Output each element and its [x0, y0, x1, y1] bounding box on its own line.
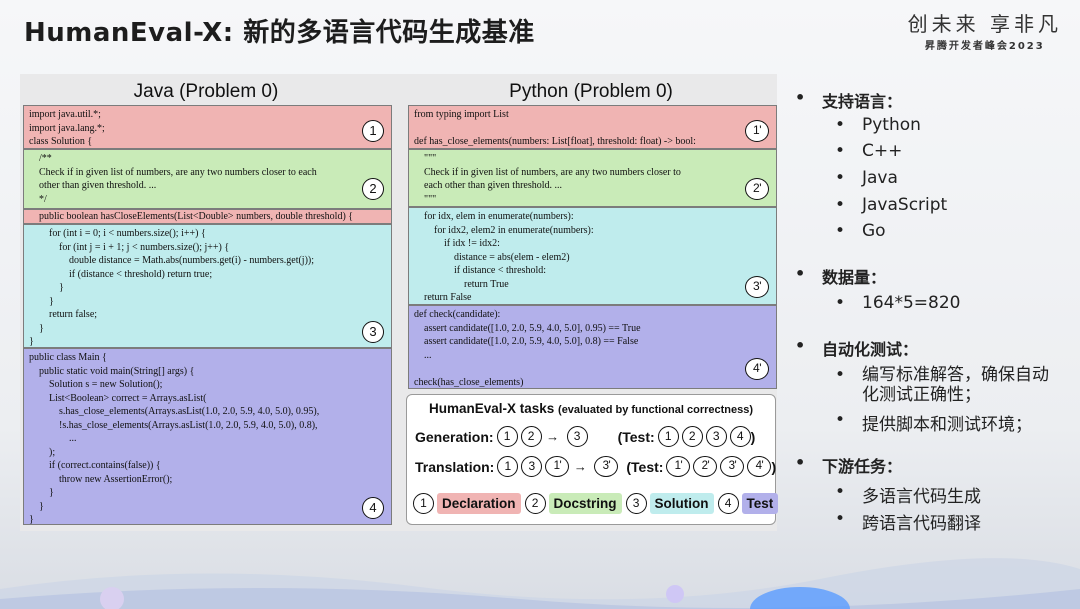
tr-test-4p: 4': [747, 456, 772, 477]
legend: 1 Declaration 2 Docstring 3 Solution 4 T…: [413, 493, 779, 514]
translation-label: Translation:: [415, 458, 495, 475]
downstream-item: 多语言代码生成: [835, 482, 981, 507]
python-declaration-block: from typing import List def has_close_el…: [408, 105, 777, 149]
translation-row: Translation: 1 3 1' → 3' (Test: 1' 2' 3'…: [415, 456, 776, 477]
tr-arrow: →: [573, 459, 587, 474]
python-heading: Python (Problem 0): [509, 81, 673, 102]
python-solution-code: for idx, elem in enumerate(numbers): for…: [424, 211, 594, 303]
java-solution-block: for (int i = 0; i < numbers.size(); i++)…: [23, 224, 392, 348]
auto-test-title: 自动化测试：: [795, 336, 918, 360]
data-value: 164*5=820: [835, 293, 960, 313]
java-heading: Java (Problem 0): [133, 81, 279, 102]
java-declaration-block: import java.util.*; import java.lang.*; …: [23, 105, 392, 149]
java-docstring-block: /** Check if in given list of numbers, a…: [23, 149, 392, 209]
tr-circle-1: 1: [497, 456, 519, 477]
generation-label: Generation:: [415, 428, 494, 445]
legend-circle-2: 2: [524, 493, 546, 514]
gen-test-3: 3: [705, 426, 727, 447]
downstream-title: 下游任务：: [795, 453, 902, 477]
legend-docstring: Docstring: [548, 493, 622, 514]
badge-2: 2: [362, 178, 384, 200]
gen-test-2: 2: [681, 426, 703, 447]
badge-1: 1: [362, 120, 384, 142]
gen-test-1: 1: [657, 426, 679, 447]
tr-test-label: (Test:: [626, 458, 664, 475]
tr-test-2p: 2': [693, 456, 718, 477]
legend-circle-1: 1: [413, 493, 434, 514]
badge-2-prime: 2': [745, 178, 769, 200]
gen-circle-2: 2: [520, 426, 542, 447]
legend-test: Test: [741, 493, 779, 514]
language-item: Java: [835, 168, 898, 188]
python-declaration-code: from typing import List def has_close_el…: [414, 109, 696, 147]
auto-test-item: 提供脚本和测试环境；: [835, 410, 1032, 435]
python-docstring-block: """ Check if in given list of numbers, a…: [408, 149, 777, 207]
python-test-code: def check(candidate): assert candidate([…: [414, 309, 641, 388]
language-item: C++: [835, 141, 902, 161]
python-docstring-code: """ Check if in given list of numbers, a…: [424, 153, 681, 205]
data-title: 数据量：: [795, 264, 886, 288]
tr-test-1p: 1': [666, 456, 691, 477]
tr-circle-1p: 1': [545, 456, 570, 477]
gen-test-label: (Test:: [617, 428, 655, 445]
gen-close-paren: ): [750, 428, 756, 445]
tasks-title-text: HumanEval-X tasks: [428, 401, 555, 416]
tr-test-3p: 3': [720, 456, 745, 477]
python-solution-block: for idx, elem in enumerate(numbers): for…: [408, 207, 777, 305]
java-docstring-code: /** Check if in given list of numbers, a…: [39, 153, 317, 205]
legend-circle-4: 4: [717, 493, 739, 514]
decorative-wave: [0, 558, 1080, 609]
badge-4: 4: [362, 497, 384, 519]
generation-row: Generation: 1 2 → 3 (Test: 1 2 3 4 ): [415, 426, 755, 447]
humaneval-x-figure: Java (Problem 0) import java.util.*; imp…: [20, 74, 779, 531]
gen-circle-3: 3: [566, 426, 588, 447]
legend-declaration: Declaration: [437, 493, 521, 514]
brand-logo: 创未来 享非凡 昇腾开发者峰会2023: [908, 8, 1062, 52]
language-item: JavaScript: [835, 195, 947, 215]
brand-event: 昇腾开发者峰会2023: [924, 41, 1045, 52]
badge-4-prime: 4': [745, 358, 769, 380]
tasks-box: HumanEval-X tasks (evaluated by function…: [406, 394, 779, 525]
language-item: Python: [835, 115, 921, 135]
java-solution-code: for (int i = 0; i < numbers.size(); i++)…: [29, 228, 315, 347]
downstream-item: 跨语言代码翻译: [835, 509, 981, 534]
legend-circle-3: 3: [625, 493, 647, 514]
java-signature-code: public boolean hasCloseElements(List<Dou…: [29, 211, 354, 222]
brand-slogan: 创未来 享非凡: [907, 12, 1062, 36]
python-test-block: def check(candidate): assert candidate([…: [408, 305, 777, 389]
gen-arrow: →: [546, 429, 560, 444]
language-item: Go: [835, 221, 886, 241]
languages-title: 支持语言：: [795, 88, 902, 112]
badge-1-prime: 1': [745, 120, 769, 142]
tr-circle-3: 3: [521, 456, 543, 477]
tasks-title: HumanEval-X tasks (evaluated by function…: [407, 401, 775, 416]
auto-test-item: 编写标准解答，确保自动化测试正确性；: [835, 365, 1062, 405]
badge-3: 3: [362, 321, 384, 343]
legend-solution: Solution: [649, 493, 714, 514]
slide-title: HumanEval-X: 新的多语言代码生成基准: [24, 18, 535, 48]
java-test-block: public class Main { public static void m…: [23, 348, 392, 525]
tasks-subtitle: (evaluated by functional correctness): [558, 404, 754, 416]
gen-test-4: 4: [729, 426, 751, 447]
badge-3-prime: 3': [745, 276, 769, 298]
tr-close-paren: ): [771, 458, 777, 475]
gen-circle-1: 1: [496, 426, 518, 447]
java-test-code: public class Main { public static void m…: [29, 352, 320, 525]
java-declaration-code: import java.util.*; import java.lang.*; …: [29, 109, 105, 147]
tr-circle-3p: 3': [594, 456, 619, 477]
java-signature-block: public boolean hasCloseElements(List<Dou…: [23, 209, 392, 224]
